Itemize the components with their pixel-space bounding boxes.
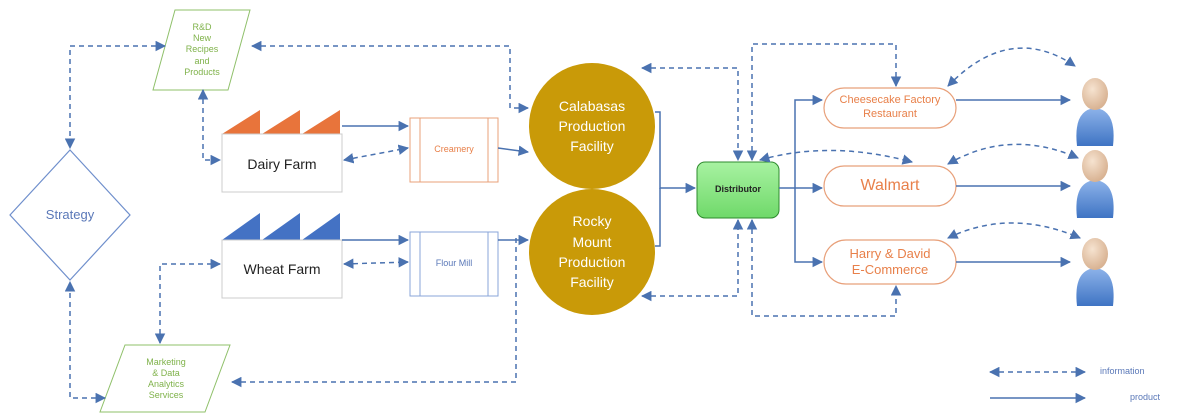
information-flows <box>64 40 1087 404</box>
calabasas-circle <box>529 63 655 189</box>
legend-product-label: product <box>1130 392 1161 403</box>
dairy-factory-roof-icon <box>222 110 340 134</box>
calabasas-label: Calabasas Production Facility <box>558 97 626 155</box>
strategy-diamond <box>9 149 131 281</box>
harry-david-label: Harry & David E-Commerce <box>849 245 931 277</box>
dairy-farm-label: Dairy Farm <box>247 156 317 173</box>
cheesecake-label: Cheesecake Factory Restaurant <box>839 94 941 120</box>
flour-mill-box <box>409 231 499 297</box>
legend-information-label: information <box>1100 366 1145 377</box>
person-customer-icon <box>1076 150 1114 218</box>
person-customer-icon <box>1076 78 1114 146</box>
distributor-box <box>696 161 780 219</box>
dairy-farm-box <box>221 133 343 193</box>
rocky-mount-circle <box>529 189 655 315</box>
flour-mill-label: Flour Mill <box>435 258 473 269</box>
person-customer-icon <box>1076 238 1114 306</box>
rocky-mount-label: Rocky Mount Production Facility <box>558 213 626 291</box>
marketing-parallelogram <box>99 344 231 413</box>
strategy-label: Strategy <box>45 206 95 222</box>
wheat-farm-box <box>221 239 343 299</box>
wheat-farm-label: Wheat Farm <box>243 261 321 278</box>
wheat-factory-roof-icon <box>222 213 340 240</box>
marketing-label: Marketing & Data Analytics Services <box>146 356 186 401</box>
creamery-label: Creamery <box>434 144 474 155</box>
walmart-label: Walmart <box>860 177 920 194</box>
distributor-label: Distributor <box>715 184 761 195</box>
rnd-label: R&D New Recipes and Products <box>184 21 220 77</box>
creamery-box <box>409 117 499 183</box>
